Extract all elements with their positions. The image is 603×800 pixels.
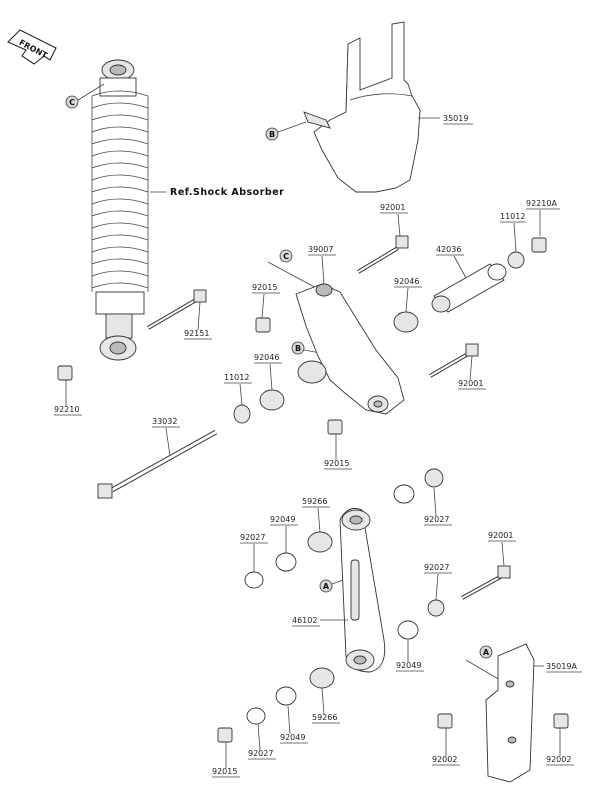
svg-text:B: B [295, 344, 301, 353]
label-92049-low: 92049 [280, 705, 308, 744]
bolt-92151 [146, 289, 207, 330]
label-42036: 42036 [436, 245, 467, 279]
label-35019: 35019 [418, 114, 473, 125]
svg-text:92027: 92027 [424, 563, 449, 572]
svg-text:C: C [69, 98, 75, 107]
label-35019a: 35019A [534, 662, 582, 673]
label-92015-low: 92015 [212, 742, 240, 778]
svg-text:11012: 11012 [500, 212, 525, 221]
front-arrow-icon: FRONT [7, 29, 57, 65]
label-92001-low: 92001 [488, 531, 516, 567]
label-92027-low: 92027 [248, 723, 276, 760]
svg-text:92210: 92210 [54, 405, 79, 414]
label-92027-mid-right: 92027 [424, 563, 452, 601]
svg-text:A: A [323, 582, 330, 591]
svg-text:92015: 92015 [212, 767, 237, 776]
svg-text:92015: 92015 [324, 459, 349, 468]
callout-a-right: A [465, 645, 501, 681]
svg-text:92049: 92049 [396, 661, 421, 670]
label-92015-top: 92015 [252, 283, 280, 319]
label-39007: 39007 [308, 245, 336, 285]
svg-text:33032: 33032 [152, 417, 177, 426]
svg-text:B: B [269, 130, 275, 139]
svg-text:39007: 39007 [308, 245, 333, 254]
bracket-35019a [485, 643, 535, 783]
bolt-33032 [97, 429, 218, 499]
svg-text:92046: 92046 [254, 353, 279, 362]
label-11012-mid: 11012 [224, 373, 252, 406]
svg-text:92049: 92049 [280, 733, 305, 742]
label-92001-top: 92001 [380, 203, 408, 237]
label-33032: 33032 [152, 417, 180, 457]
svg-text:92015: 92015 [252, 283, 277, 292]
label-92046-mid: 92046 [254, 353, 282, 391]
label-92049-top: 92049 [270, 515, 298, 553]
svg-text:92002: 92002 [432, 755, 457, 764]
label-59266-top: 59266 [302, 497, 330, 533]
svg-text:92151: 92151 [184, 329, 209, 338]
guard-35019 [303, 21, 421, 193]
callout-c-top: C [65, 83, 105, 109]
label-92027-top-left: 92027 [240, 533, 268, 572]
svg-text:59266: 59266 [312, 713, 337, 722]
bolt-92001-low [461, 565, 511, 600]
part-labels: 35019 92001 92210A 11012 39007 42036 920… [54, 114, 582, 778]
svg-text:A: A [483, 648, 490, 657]
label-92027-top-right: 92027 [424, 487, 452, 526]
label-11012-top: 11012 [500, 212, 526, 253]
svg-text:92001: 92001 [380, 203, 405, 212]
svg-text:46102: 46102 [292, 616, 317, 625]
svg-text:92210A: 92210A [526, 199, 557, 208]
svg-text:92049: 92049 [270, 515, 295, 524]
label-92210a: 92210A [526, 199, 560, 236]
label-59266-low: 59266 [312, 687, 340, 724]
label-92015-mid: 92015 [324, 434, 352, 470]
svg-text:35019: 35019 [443, 114, 468, 123]
rocker-arm-39007 [295, 283, 405, 415]
reference-shock-label: Ref.Shock Absorber [170, 187, 284, 198]
label-46102: 46102 [292, 616, 348, 627]
callout-c-mid: C [267, 249, 321, 291]
svg-text:C: C [283, 252, 289, 261]
label-92002-right: 92002 [546, 728, 574, 766]
tie-rod-46102 [339, 507, 386, 673]
label-92002-left: 92002 [432, 728, 460, 766]
label-92001-mid: 92001 [458, 355, 486, 390]
svg-text:92001: 92001 [488, 531, 513, 540]
bolt-92001-top [356, 235, 409, 274]
svg-text:92046: 92046 [394, 277, 419, 286]
svg-text:92027: 92027 [240, 533, 265, 542]
shock-absorber: Ref.Shock Absorber [91, 59, 284, 361]
svg-text:92001: 92001 [458, 379, 483, 388]
label-92049-mid-right: 92049 [396, 640, 424, 672]
svg-text:11012: 11012 [224, 373, 249, 382]
svg-text:92002: 92002 [546, 755, 571, 764]
label-92210: 92210 [54, 380, 82, 416]
svg-text:59266: 59266 [302, 497, 327, 506]
callout-b-top: B [265, 121, 307, 141]
svg-text:92027: 92027 [248, 749, 273, 758]
svg-text:35019A: 35019A [546, 662, 577, 671]
collar-42036 [431, 263, 507, 313]
label-92046-top: 92046 [394, 277, 422, 313]
svg-text:92027: 92027 [424, 515, 449, 524]
svg-text:42036: 42036 [436, 245, 461, 254]
label-92151: 92151 [184, 301, 212, 340]
